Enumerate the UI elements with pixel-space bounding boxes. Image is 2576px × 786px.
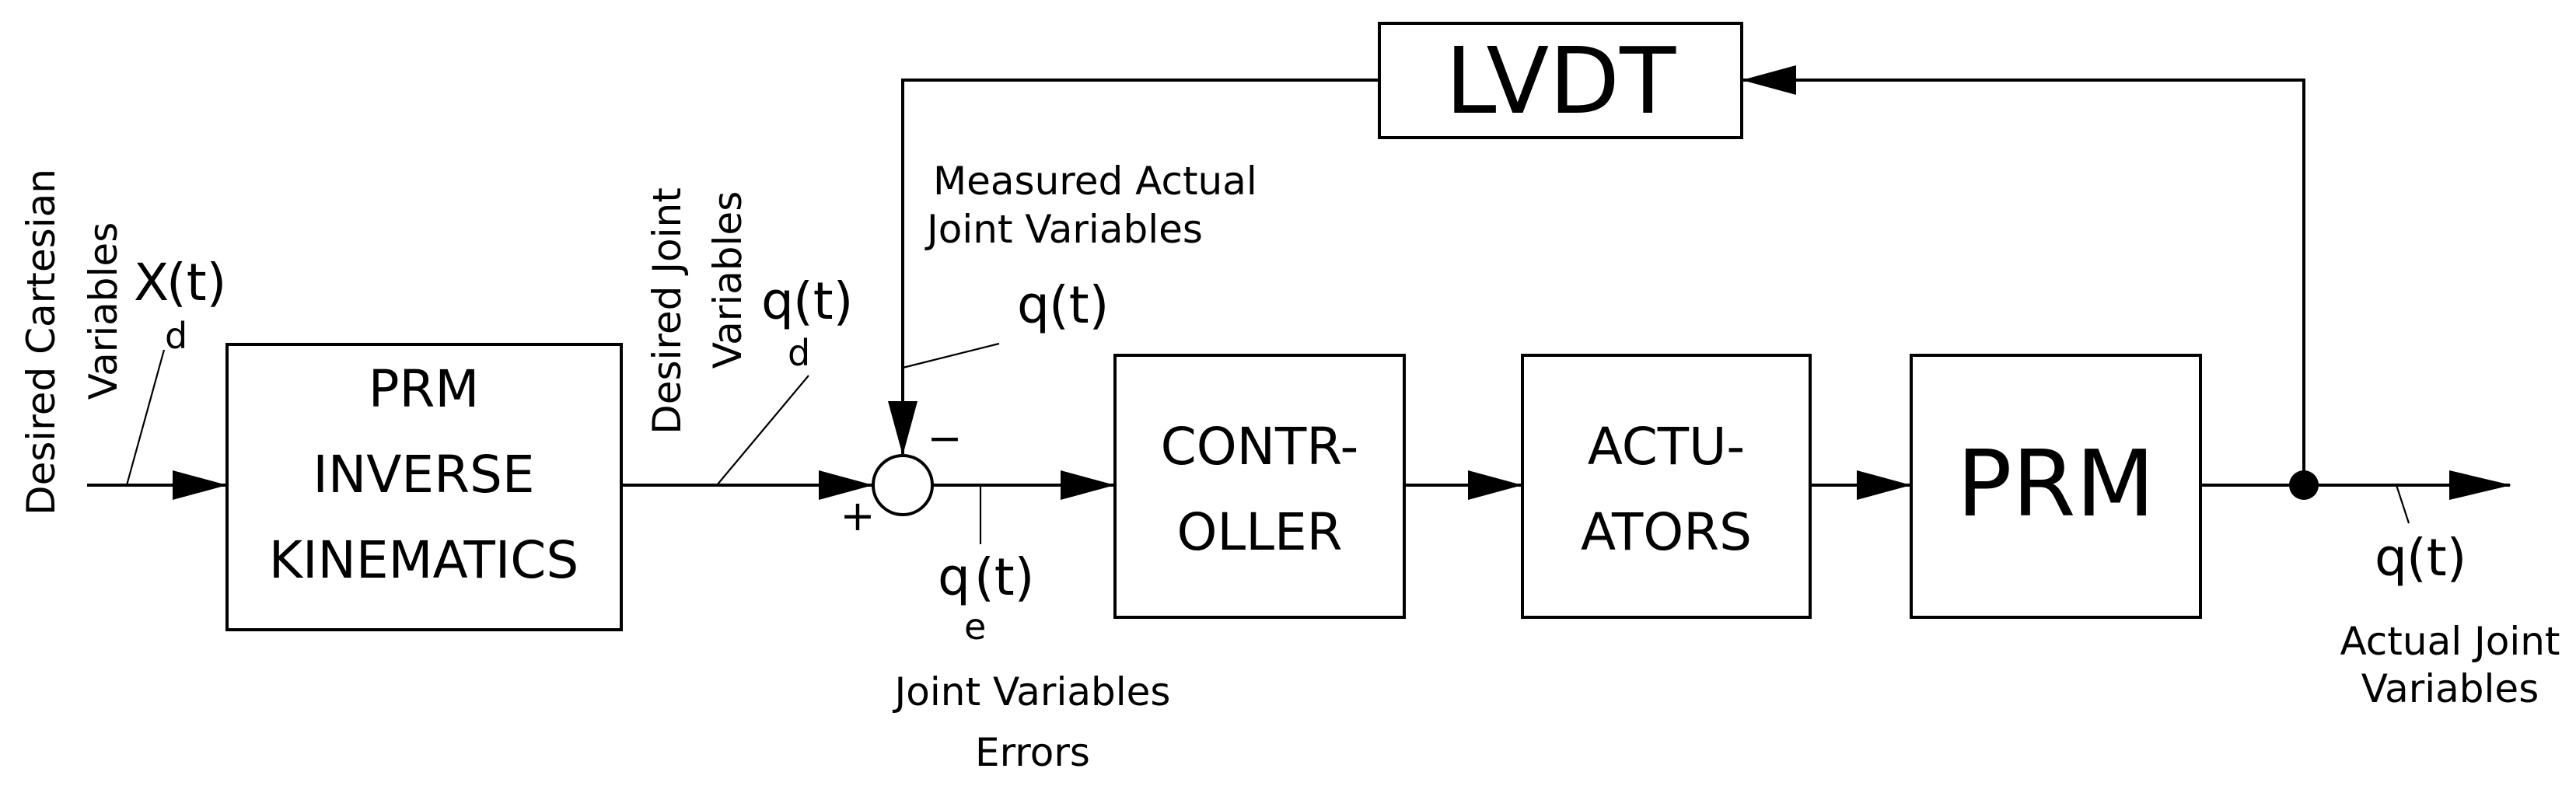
controller-line-2: OLLER [1176, 502, 1342, 562]
controller-line-1: CONTR- [1161, 417, 1359, 477]
cartesian-description: Desired Cartesian Variables [19, 169, 126, 515]
feedback-wire-up [1742, 65, 2305, 485]
actuators-line-1: ACTU- [1588, 417, 1746, 477]
inverse-kinematics-line-2: INVERSE [313, 445, 534, 505]
error-wire [932, 470, 1115, 500]
output-wire [2200, 470, 2511, 500]
cartesian-signal-main: X [134, 253, 169, 313]
controller-block: CONTR- OLLER [1113, 354, 1406, 619]
actuators-block: ACTU- ATORS [1521, 354, 1812, 619]
output-description: Actual Joint Variables [2340, 619, 2560, 711]
measured-leader [902, 342, 1000, 369]
control-signal-wire [1404, 470, 1522, 500]
output-description-line-2: Variables [2361, 666, 2539, 711]
measured-signal-main: q [1017, 275, 1050, 335]
desired-joint-signal-arg: (t) [793, 271, 853, 331]
error-description-line-1: Joint Variables [893, 669, 1171, 714]
desired-joint-description-line-2: Variables [705, 191, 750, 369]
prm-plant-block: PRM [1910, 354, 2202, 619]
minus-sign: − [927, 414, 962, 463]
output-signal-label: q (t) [2375, 528, 2466, 588]
cartesian-description-line-2: Variables [81, 222, 126, 400]
desired-joint-signal-label: q (t) d [761, 271, 853, 374]
desired-joint-signal-sub: d [788, 332, 810, 374]
measured-description-line-1: Measured Actual [933, 159, 1257, 204]
desired-joint-signal-main: q [761, 271, 794, 331]
measured-description: Measured Actual Joint Variables [924, 159, 1257, 252]
desired-joint-description: Desired Joint Variables [645, 187, 750, 435]
cartesian-signal-label: X (t) d [134, 253, 226, 357]
output-description-line-1: Actual Joint [2340, 619, 2560, 664]
desired-joint-leader [716, 375, 809, 486]
cartesian-leader [125, 349, 166, 486]
desired-joint-wire [621, 470, 873, 500]
error-description: Joint Variables Errors [893, 669, 1171, 775]
output-signal-main: q [2375, 528, 2407, 588]
inverse-kinematics-line-1: PRM [369, 359, 480, 419]
desired-joint-description-line-1: Desired Joint [645, 187, 690, 435]
error-signal-arg: (t) [974, 547, 1034, 607]
error-signal-sub: e [964, 606, 986, 648]
error-description-line-2: Errors [975, 730, 1090, 775]
plus-sign: + [840, 491, 875, 540]
inverse-kinematics-line-3: KINEMATICS [269, 530, 579, 590]
actuation-wire [1810, 470, 1911, 500]
measured-signal-label: q (t) [1017, 275, 1109, 335]
output-signal-arg: (t) [2406, 528, 2466, 588]
error-signal-label: q (t) e [938, 547, 1034, 648]
measured-signal-arg: (t) [1049, 275, 1109, 335]
error-signal-main: q [938, 547, 970, 607]
measured-description-line-2: Joint Variables [924, 207, 1203, 252]
lvdt-label: LVDT [1445, 27, 1676, 134]
output-leader [2395, 484, 2410, 524]
input-wire [87, 470, 227, 500]
feedback-wire-down [888, 79, 1379, 456]
actuators-line-2: ATORS [1581, 502, 1752, 562]
lvdt-sensor-block: LVDT [1378, 22, 1743, 139]
cartesian-description-line-1: Desired Cartesian [19, 169, 64, 515]
cartesian-signal-arg: (t) [166, 253, 226, 313]
summing-junction: + − [840, 414, 962, 540]
inverse-kinematics-block: PRM INVERSE KINEMATICS [225, 343, 623, 631]
prm-plant-label: PRM [1957, 430, 2155, 537]
cartesian-signal-sub: d [165, 315, 187, 357]
